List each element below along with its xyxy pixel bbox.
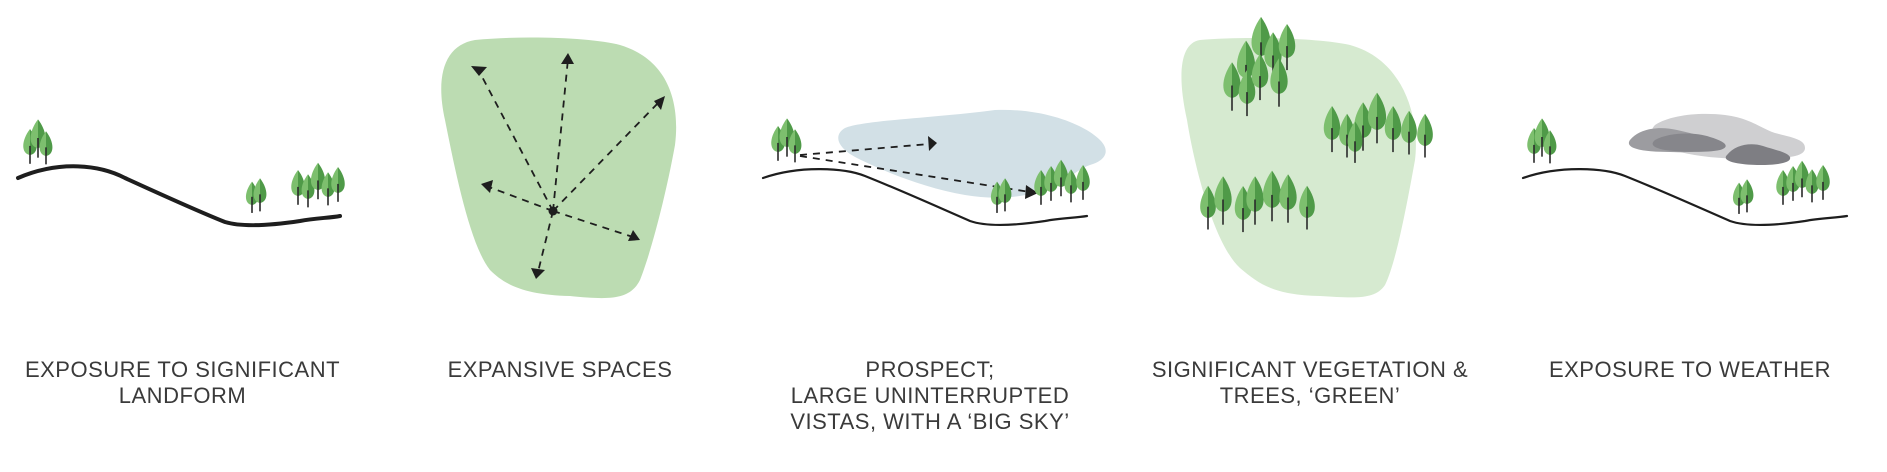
tree-icon bbox=[1200, 185, 1216, 230]
caption-line: SIGNIFICANT VEGETATION & bbox=[1151, 357, 1469, 382]
tree-icon bbox=[321, 172, 335, 206]
cloud-dark-middle bbox=[1652, 133, 1726, 152]
tree-icon bbox=[1223, 62, 1241, 111]
tree-icon bbox=[1401, 110, 1417, 155]
tree-icon bbox=[1262, 170, 1282, 222]
caption-line: EXPOSURE TO SIGNIFICANT bbox=[24, 357, 341, 382]
tree-icon bbox=[1238, 70, 1256, 117]
panel-vegetation: SIGNIFICANT VEGETATION & TREES, ‘GREEN’ bbox=[1115, 0, 1505, 472]
panel-prospect: PROSPECT; LARGE UNINTERRUPTED VISTAS, WI… bbox=[745, 0, 1115, 472]
green-area-shape bbox=[1181, 37, 1416, 298]
caption-line: EXPANSIVE SPACES bbox=[447, 357, 673, 382]
tree-icon bbox=[1279, 174, 1297, 223]
panel-spaces: EXPANSIVE SPACES bbox=[375, 0, 745, 472]
caption-line: EXPOSURE TO WEATHER bbox=[1548, 357, 1832, 382]
tree-cluster-right bbox=[1034, 159, 1090, 205]
tree-icon bbox=[1347, 121, 1363, 163]
prospect-illustration bbox=[761, 109, 1106, 226]
tree-icon bbox=[1816, 165, 1830, 200]
tree-icon bbox=[1805, 169, 1819, 203]
tree-icon bbox=[998, 178, 1012, 212]
tree-cluster-right-small bbox=[1732, 179, 1754, 214]
tree-icon bbox=[253, 178, 267, 212]
tree-icon bbox=[1323, 106, 1341, 153]
caption-line: PROSPECT; bbox=[865, 357, 995, 382]
tree-icon bbox=[1417, 113, 1433, 158]
caption-line: LANDFORM bbox=[118, 383, 247, 408]
tree-icon bbox=[1270, 58, 1288, 107]
tree-cluster-right-small bbox=[245, 178, 267, 213]
tree-group-right bbox=[1323, 92, 1433, 163]
tree-icon bbox=[1299, 185, 1315, 230]
weather-illustration bbox=[1521, 113, 1849, 226]
panel-landform: EXPOSURE TO SIGNIFICANT LANDFORM bbox=[0, 0, 365, 472]
tree-icon bbox=[1367, 92, 1387, 144]
tree-icon bbox=[1740, 179, 1754, 213]
vegetation-illustration bbox=[1181, 16, 1433, 298]
tree-icon bbox=[1543, 130, 1557, 164]
tree-cluster-right bbox=[1776, 160, 1830, 205]
caption-vegetation: SIGNIFICANT VEGETATION & TREES, ‘GREEN’ bbox=[1115, 357, 1505, 409]
tree-icon bbox=[1246, 176, 1264, 225]
caption-line: VISTAS, WITH A ‘BIG SKY’ bbox=[790, 409, 1070, 434]
tree-icon bbox=[1278, 24, 1296, 71]
spaces-illustration bbox=[441, 37, 677, 299]
tree-icon bbox=[1214, 176, 1232, 225]
tree-cluster-left bbox=[771, 118, 802, 163]
panel-weather: EXPOSURE TO WEATHER bbox=[1505, 0, 1875, 472]
caption-line: LARGE UNINTERRUPTED bbox=[790, 383, 1070, 408]
tree-icon bbox=[1384, 106, 1402, 153]
hill-ground-line bbox=[1521, 168, 1849, 226]
tree-icon bbox=[1076, 165, 1090, 200]
caption-weather: EXPOSURE TO WEATHER bbox=[1505, 357, 1875, 383]
caption-line: TREES, ‘GREEN’ bbox=[1219, 383, 1401, 408]
landform-illustration bbox=[16, 119, 345, 228]
tree-icon bbox=[39, 131, 53, 165]
tree-icon bbox=[1251, 54, 1269, 101]
sightlines bbox=[799, 143, 1031, 193]
tree-cluster-left bbox=[23, 119, 53, 165]
tree-icon bbox=[788, 129, 802, 163]
clouds bbox=[1628, 113, 1805, 165]
arrowheads bbox=[471, 53, 665, 279]
tree-cluster-right-small bbox=[990, 178, 1012, 213]
cloud-dark-right bbox=[1725, 144, 1791, 165]
tree-cluster-right bbox=[291, 162, 345, 208]
hill-ground-line bbox=[16, 164, 342, 228]
caption-prospect: PROSPECT; LARGE UNINTERRUPTED VISTAS, WI… bbox=[745, 357, 1115, 435]
arrowheads bbox=[928, 136, 1038, 199]
tree-group-top bbox=[1223, 16, 1296, 117]
tree-icon bbox=[331, 167, 345, 202]
sightlines bbox=[478, 58, 661, 273]
caption-landform: EXPOSURE TO SIGNIFICANT LANDFORM bbox=[0, 357, 365, 409]
viewpoint-dot bbox=[548, 206, 558, 216]
tree-group-bottom bbox=[1200, 170, 1315, 233]
hill-ground-line bbox=[761, 168, 1089, 226]
tree-icon bbox=[1064, 169, 1078, 203]
tree-cluster-left bbox=[1527, 118, 1557, 164]
tree-icon bbox=[301, 174, 315, 208]
open-space-shape bbox=[441, 37, 677, 299]
caption-spaces: EXPANSIVE SPACES bbox=[375, 357, 745, 383]
